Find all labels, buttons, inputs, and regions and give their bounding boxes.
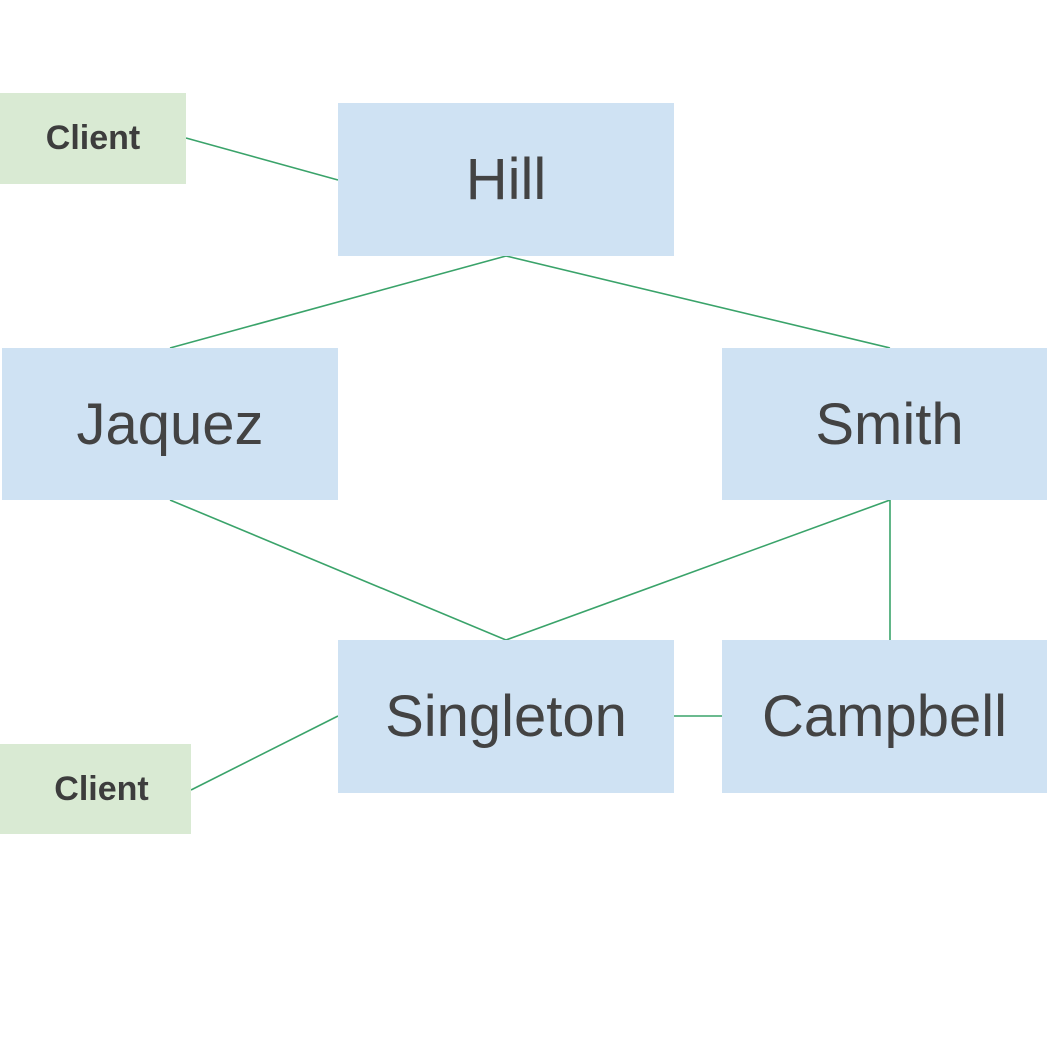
client-node-top: Client bbox=[0, 93, 186, 184]
edge-client-top-hill bbox=[185, 137, 339, 181]
node-label: Jaquez bbox=[76, 391, 264, 457]
node-jaquez: Jaquez bbox=[2, 348, 338, 500]
node-smith: Smith bbox=[722, 348, 1047, 500]
edge-jaquez-singleton bbox=[169, 499, 507, 641]
client-node-bottom: Client bbox=[0, 744, 191, 834]
edge-hill-smith bbox=[505, 255, 891, 349]
edge-client-bottom-singleton bbox=[190, 715, 339, 791]
node-singleton: Singleton bbox=[338, 640, 674, 793]
node-hill: Hill bbox=[338, 103, 674, 256]
edge-smith-singleton bbox=[505, 499, 891, 641]
node-label: Hill bbox=[465, 147, 547, 212]
node-campbell: Campbell bbox=[722, 640, 1047, 793]
edge-hill-jaquez bbox=[169, 255, 507, 349]
node-label: Singleton bbox=[385, 684, 627, 749]
node-label: Smith bbox=[815, 391, 964, 457]
client-label: Client bbox=[54, 769, 149, 808]
client-label: Client bbox=[45, 119, 141, 157]
node-label: Campbell bbox=[762, 684, 1007, 749]
